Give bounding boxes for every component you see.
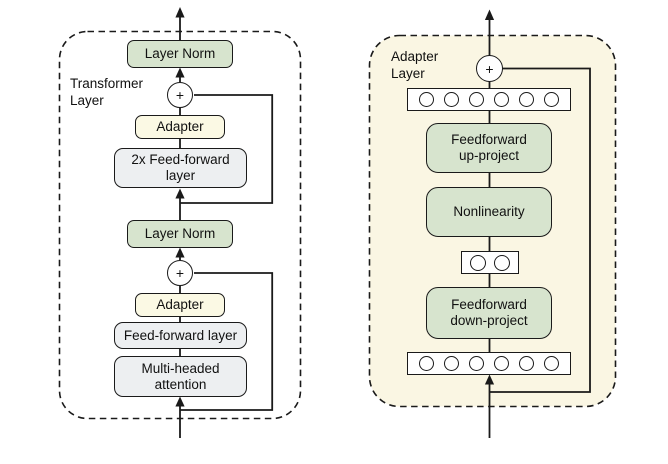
- feed-forward-2x-box: 2x Feed-forward layer: [114, 148, 247, 188]
- transformer-layer-label-line1: Transformer: [70, 76, 144, 91]
- feature-dot: [469, 356, 484, 371]
- bottleneck-dot: [470, 254, 486, 271]
- feature-dot: [444, 92, 459, 107]
- feature-dot: [494, 92, 509, 107]
- multi-headed-attention-box: Multi-headed attention: [114, 356, 247, 397]
- left-ff2x-arrowhead: [175, 188, 185, 199]
- right-output-arrowhead: [484, 9, 495, 20]
- feedforward-down-line1: Feedforward: [451, 297, 527, 313]
- layer-norm-top-box: Layer Norm: [127, 40, 233, 68]
- nonlinearity-box: Nonlinearity: [426, 187, 552, 237]
- feedforward-down-project-box: Feedforward down-project: [426, 287, 552, 339]
- feedforward-up-project-box: Feedforward up-project: [426, 123, 552, 173]
- residual-add-bottom-circle: +: [167, 260, 193, 286]
- residual-add-top-circle: +: [167, 82, 193, 108]
- adapter-layer-label-line1: Adapter: [391, 49, 439, 64]
- bottleneck-vector: [461, 251, 519, 274]
- feedforward-down-line2: down-project: [450, 313, 528, 328]
- feature-dot: [544, 92, 559, 107]
- bottleneck-dot: [494, 254, 510, 271]
- feature-dot: [419, 92, 434, 107]
- feature-dot: [494, 356, 509, 371]
- adapter-top-box: Adapter: [135, 115, 225, 139]
- adapter-layer-label: Adapter Layer: [391, 49, 438, 83]
- feed-forward-2x-line1: 2x Feed-forward: [131, 152, 230, 168]
- feature-dot: [544, 356, 559, 371]
- bottom-feature-vector: [407, 352, 571, 375]
- feedforward-up-line2: up-project: [458, 148, 520, 163]
- transformer-layer-label-line2: Layer: [70, 92, 104, 108]
- feedforward-up-line1: Feedforward: [451, 132, 527, 148]
- top-feature-vector: [407, 88, 571, 111]
- feed-forward-layer-box: Feed-forward layer: [114, 322, 247, 349]
- right-input-arrowhead: [484, 374, 495, 385]
- multi-headed-attention-line1: Multi-headed: [141, 360, 220, 376]
- transformer-layer-label: Transformer Layer: [70, 76, 143, 110]
- feature-dot: [469, 92, 484, 107]
- left-layernorm-arrowhead: [175, 67, 185, 78]
- feature-dot: [519, 92, 534, 107]
- multi-headed-attention-line2: attention: [154, 376, 207, 392]
- feature-dot: [519, 356, 534, 371]
- feed-forward-2x-line2: layer: [165, 168, 196, 183]
- adapter-residual-add-circle: +: [476, 55, 503, 82]
- layer-norm-mid-box: Layer Norm: [127, 220, 233, 248]
- feature-dot: [444, 356, 459, 371]
- left-layernorm-mid-arrowhead: [175, 247, 185, 258]
- left-upper-skip-connection: [180, 94, 274, 204]
- right-skip-connection: [489, 67, 591, 393]
- left-output-arrowhead: [175, 7, 185, 18]
- adapter-bottom-box: Adapter: [135, 293, 225, 317]
- left-input-arrowhead: [175, 396, 185, 407]
- adapter-layer-label-line2: Layer: [391, 65, 425, 81]
- feature-dot: [419, 356, 434, 371]
- left-lower-skip-connection: [180, 272, 274, 411]
